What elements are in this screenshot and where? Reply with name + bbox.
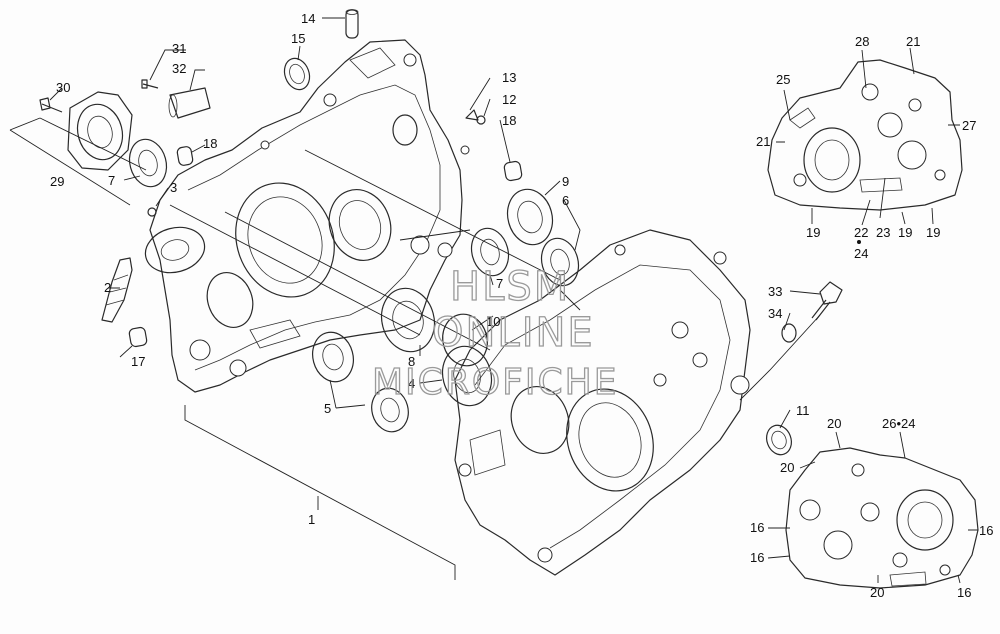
- right-crankcase-half: [454, 229, 751, 576]
- cover-30: [39, 91, 133, 171]
- watermark: HLSM ONLINE MICROFICHE: [371, 263, 618, 403]
- callout-23: 23: [876, 225, 890, 240]
- seal-11: [766, 424, 792, 456]
- dowel-17: [128, 326, 148, 348]
- callout-19: 19: [898, 225, 912, 240]
- leader-lines: [9, 17, 978, 584]
- callout-19: 19: [806, 225, 820, 240]
- watermark-line-2: ONLINE: [432, 310, 595, 356]
- callout-13: 13: [502, 70, 516, 85]
- clip-13: [465, 109, 479, 121]
- callout-21: 21: [906, 34, 920, 49]
- dowel-18b: [503, 160, 523, 182]
- callout-15: 15: [291, 31, 305, 46]
- screw-3: [147, 207, 157, 217]
- inset-right-case-view: [785, 447, 979, 589]
- tube-32: [168, 87, 211, 119]
- bearing-4: [441, 345, 493, 407]
- callout-4: 4: [408, 376, 415, 391]
- pin-14: [345, 9, 359, 39]
- callout-19: 19: [926, 225, 940, 240]
- bolt-31: [141, 79, 159, 89]
- callout-22: 22: [854, 225, 868, 240]
- callout-30: 30: [56, 80, 70, 95]
- callout-20: 20: [780, 460, 794, 475]
- callout-16: 16: [750, 550, 764, 565]
- bearing-9: [506, 188, 554, 246]
- callout-3: 3: [170, 180, 177, 195]
- callout-24: 24: [854, 246, 868, 261]
- fitting-2: [101, 257, 133, 323]
- callout-29: 29: [50, 174, 64, 189]
- dipstick-33: [811, 281, 843, 321]
- callout-34: 34: [768, 306, 782, 321]
- bearing-6: [540, 237, 580, 287]
- callout-18: 18: [502, 113, 516, 128]
- callout-7: 7: [496, 276, 503, 291]
- callout-12: 12: [502, 92, 516, 107]
- callout-16: 16: [750, 520, 764, 535]
- callout-9: 9: [562, 174, 569, 189]
- callout-7: 7: [108, 173, 115, 188]
- callout-31: 31: [172, 41, 186, 56]
- bearing-7a: [128, 138, 168, 188]
- callout-27: 27: [962, 118, 976, 133]
- callout-10: 10: [486, 314, 500, 329]
- watermark-line-3: MICROFICHE: [372, 362, 618, 403]
- left-crankcase-half: [144, 39, 470, 393]
- dowel-18a: [176, 146, 194, 166]
- callout-26-24: 26•24: [882, 416, 915, 431]
- bullet-dot: [857, 240, 861, 244]
- callout-6: 6: [562, 193, 569, 208]
- callout-20: 20: [870, 585, 884, 600]
- callout-21: 21: [756, 134, 770, 149]
- callout-11: 11: [796, 403, 810, 418]
- callout-20: 20: [827, 416, 841, 431]
- bearing-10: [442, 313, 488, 367]
- callout-33: 33: [768, 284, 782, 299]
- bearing-8: [380, 287, 436, 353]
- callout-18: 18: [203, 136, 217, 151]
- callout-17: 17: [131, 354, 145, 369]
- watermark-line-1: HLSM: [450, 264, 570, 310]
- callout-5: 5: [324, 401, 331, 416]
- o-ring-34: [781, 323, 797, 343]
- callout-14: 14: [301, 11, 315, 26]
- screw-12: [476, 115, 486, 125]
- callout-16: 16: [979, 523, 993, 538]
- callout-25: 25: [776, 72, 790, 87]
- seal-15: [283, 57, 311, 91]
- callout-32: 32: [172, 61, 186, 76]
- bearing-5: [312, 331, 409, 433]
- callout-28: 28: [855, 34, 869, 49]
- callout-8: 8: [408, 354, 415, 369]
- callout-2: 2: [104, 280, 111, 295]
- callout-labels: 14 15 31 32 30 18 7 3 29 13 12 18 9 6 2 …: [50, 11, 993, 600]
- callout-1: 1: [308, 512, 315, 527]
- callout-16: 16: [957, 585, 971, 600]
- bearing-7b: [470, 227, 510, 277]
